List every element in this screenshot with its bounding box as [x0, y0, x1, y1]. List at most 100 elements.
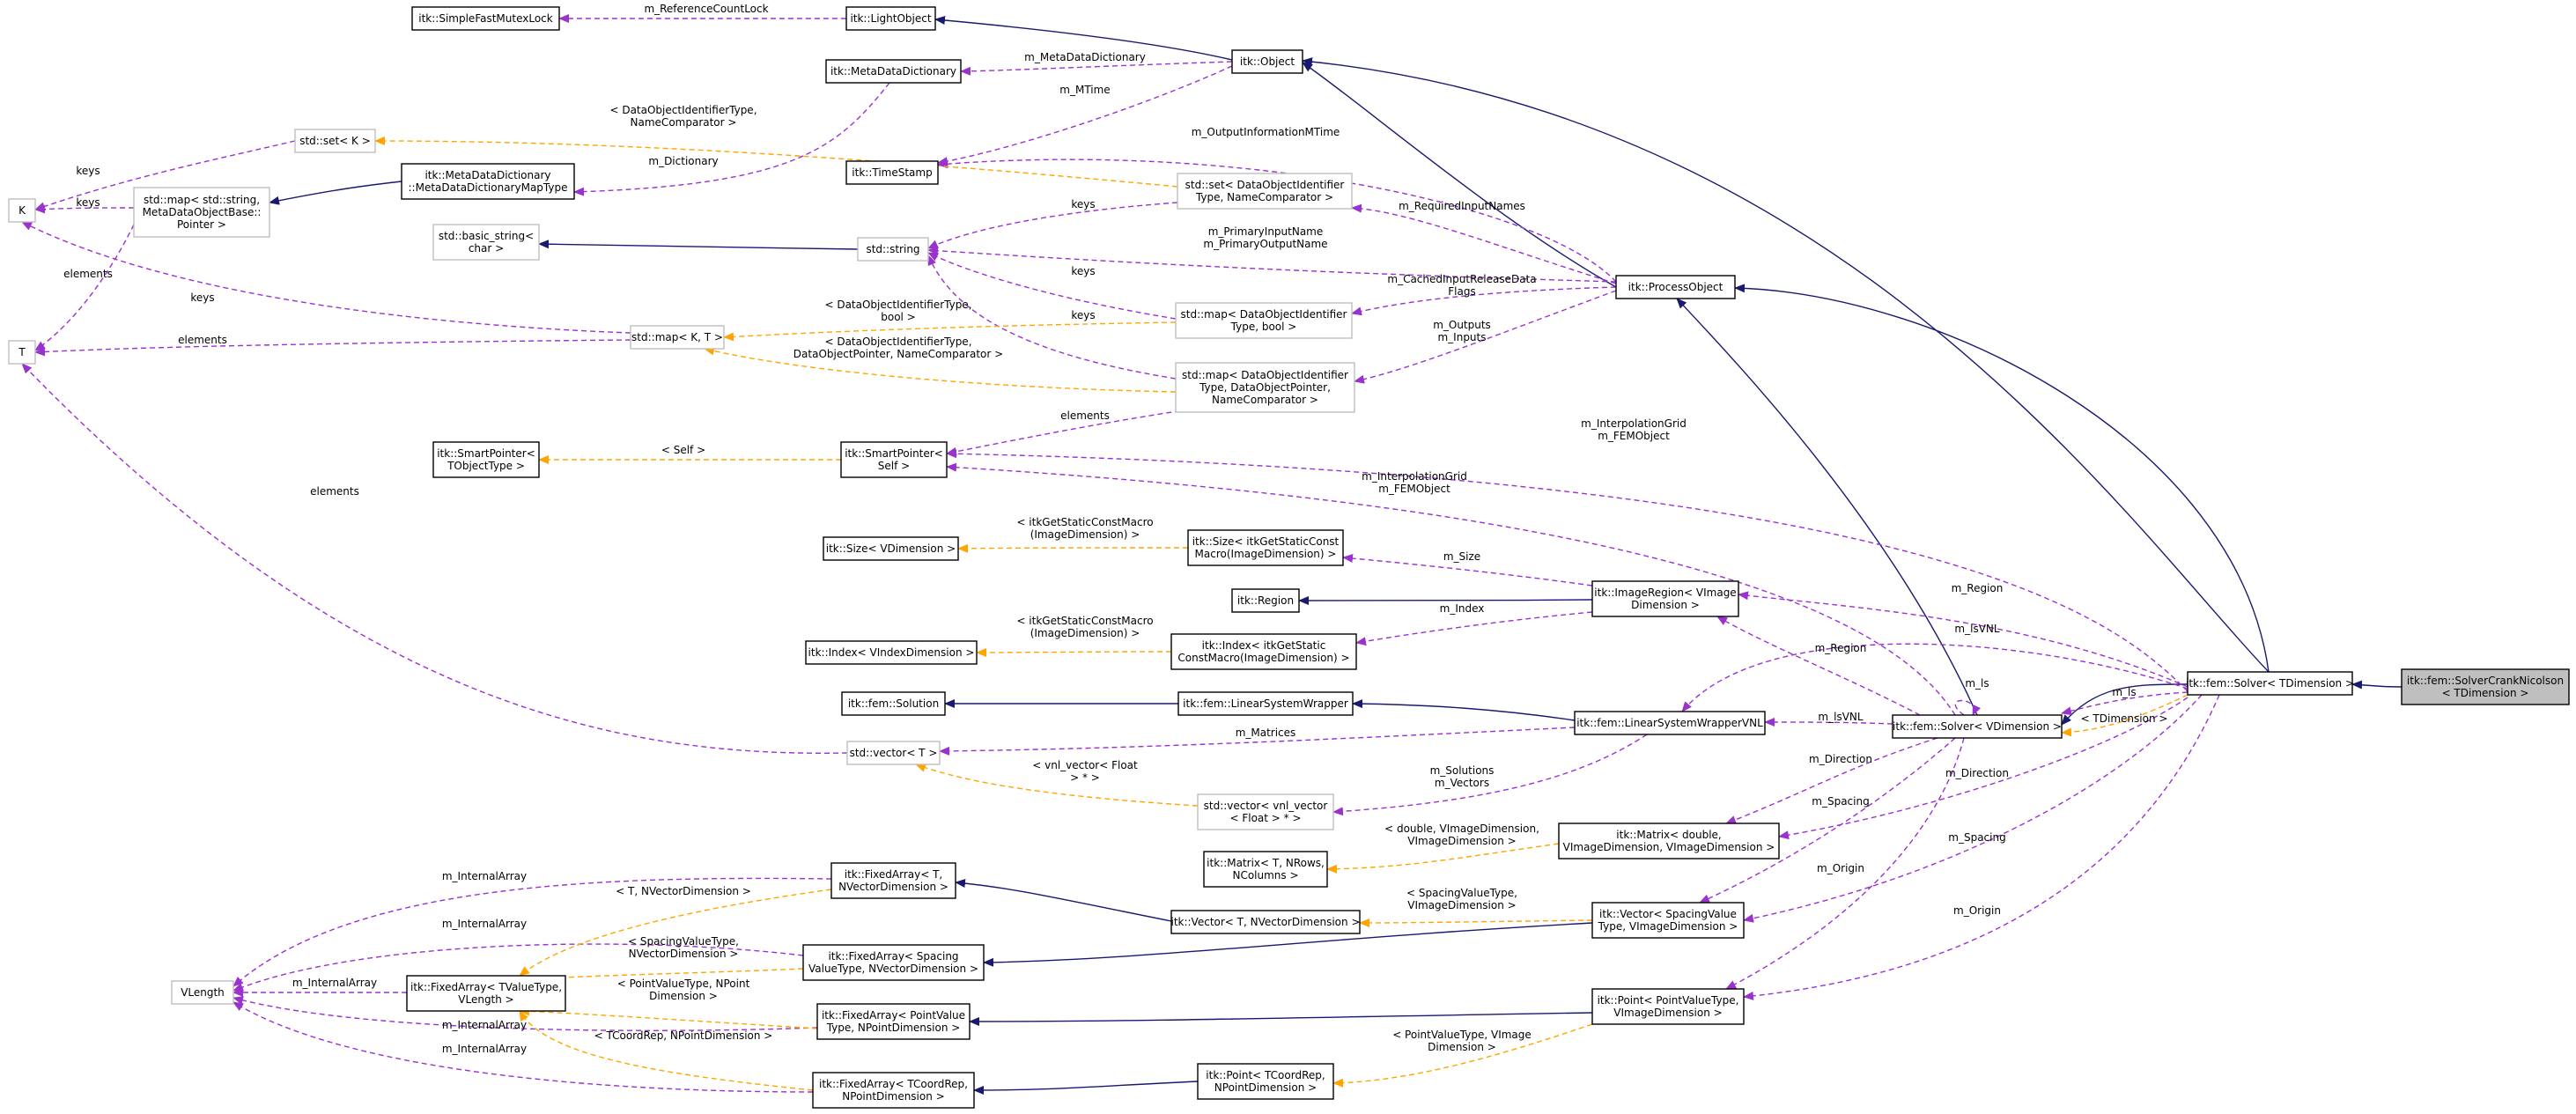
- class-node-index-v[interactable]: itk::Index< VIndexDimension >: [805, 640, 978, 665]
- class-name-line: itk::Matrix< T, NRows,: [1207, 857, 1325, 869]
- class-node-vlength[interactable]: VLength: [171, 980, 234, 1005]
- class-node-vector-sp[interactable]: itk::Vector< SpacingValueType, VImageDim…: [1591, 902, 1745, 939]
- edge-label-set-doi-tmpl: < DataObjectIdentifierType,NameComparato…: [609, 104, 757, 129]
- usage-edge: [1355, 611, 1593, 646]
- usage-edge-path: [927, 252, 1177, 320]
- class-node-fixed-tc[interactable]: itk::FixedArray< TCoordRep,NPointDimensi…: [812, 1072, 975, 1109]
- class-node-region[interactable]: itk::Region: [1231, 588, 1300, 613]
- class-name-line: itk::MetaDataDictionary: [424, 169, 550, 181]
- template-edge-path: [519, 889, 832, 977]
- class-node-matrix-d[interactable]: itk::Matrix< double,VImageDimension, VIm…: [1558, 823, 1780, 859]
- edge-label-elements-vec: elements: [310, 485, 359, 498]
- usage-edge-path: [946, 449, 2188, 692]
- class-node-K[interactable]: K: [8, 198, 36, 223]
- template-edge: [519, 889, 832, 977]
- class-node-light-object[interactable]: itk::LightObject: [845, 6, 936, 31]
- class-node-size-macro[interactable]: itk::Size< itkGetStaticConstMacro(ImageD…: [1187, 529, 1344, 566]
- class-node-solution[interactable]: itk::fem::Solution: [841, 691, 946, 716]
- edge-label-m-region2: m_Region: [1815, 642, 1867, 654]
- class-node-meta-dict-map[interactable]: itk::MetaDataDictionary::MetaDataDiction…: [401, 163, 575, 200]
- inheritance-edge: [269, 181, 402, 205]
- edge-label-fa-tc-tmpl: < TCoordRep, NPointDimension >: [594, 1029, 773, 1042]
- edge-label-m-lsvnl2: m_lsVNL: [1818, 711, 1863, 723]
- usage-edge: [1716, 616, 1921, 716]
- class-name-line: T: [18, 346, 26, 358]
- usage-edge: [34, 140, 296, 211]
- class-node-smart-tobj[interactable]: itk::SmartPointer<TObjectType >: [432, 441, 540, 478]
- class-node-point-pv[interactable]: itk::Point< PointValueType,VImageDimensi…: [1591, 988, 1745, 1025]
- class-name-line: itk::Size< itkGetStaticConst: [1192, 535, 1340, 548]
- class-node-matrix-t[interactable]: itk::Matrix< T, NRows,NColumns >: [1203, 851, 1328, 888]
- class-node-std-vector-t[interactable]: std::vector< T >: [846, 741, 941, 765]
- class-node-T[interactable]: T: [8, 340, 36, 365]
- class-name-line: std::basic_string<: [439, 230, 534, 242]
- inheritance-edge: [1676, 298, 1978, 716]
- class-name-line: itk::FixedArray< TCoordRep,: [819, 1078, 968, 1090]
- class-node-std-set-k[interactable]: std::set< K >: [294, 129, 376, 153]
- class-name-line: itk::Object: [1240, 55, 1295, 68]
- class-node-process-object[interactable]: itk::ProcessObject: [1615, 275, 1736, 299]
- class-name-line: std::vector< vnl_vector: [1204, 800, 1328, 812]
- class-name-line: itk::SmartPointer<: [437, 447, 535, 460]
- class-node-fixed-tv[interactable]: itk::FixedArray< TValueType,VLength >: [406, 975, 566, 1012]
- template-edge-path: [957, 543, 1189, 553]
- class-node-point-tc[interactable]: itk::Point< TCoordRep,NPointDimension >: [1197, 1063, 1334, 1100]
- class-box: [1892, 714, 2063, 739]
- class-node-std-set-doi[interactable]: std::set< DataObjectIdentifierType, Name…: [1177, 173, 1353, 210]
- inheritance-edge-path: [969, 1012, 1593, 1026]
- class-node-std-map-bool[interactable]: std::map< DataObjectIdentifierType, bool…: [1175, 302, 1353, 339]
- class-node-basic-string[interactable]: std::basic_string<char >: [432, 224, 540, 261]
- edge-label-map-bool-tmpl: < DataObjectIdentifierType,bool >: [824, 299, 971, 323]
- class-node-solver-v[interactable]: itk::fem::Solver< VDimension >: [1892, 714, 2063, 739]
- class-node-std-string[interactable]: std::string: [857, 237, 929, 262]
- usage-edge-path: [1954, 699, 1982, 716]
- class-node-std-map-kt[interactable]: std::map< K, T >: [630, 325, 725, 350]
- class-box: [846, 741, 941, 765]
- class-name-line: Dimension >: [1631, 599, 1700, 611]
- class-box: [1175, 302, 1353, 339]
- class-name-line: itk::FixedArray< T,: [845, 868, 943, 881]
- usage-edge-path: [1354, 290, 1617, 384]
- usage-edge: [233, 1001, 814, 1093]
- template-edge-path: [723, 321, 1177, 342]
- class-node-size-v[interactable]: itk::Size< VDimension >: [823, 536, 959, 561]
- inheritance-edge-path: [1734, 284, 2270, 673]
- class-node-fixed-sp[interactable]: itk::FixedArray< SpacingValueType, NVect…: [802, 944, 985, 981]
- class-node-std-vector-vnl[interactable]: std::vector< vnl_vector< Float > * >: [1197, 793, 1334, 830]
- class-node-solver-t[interactable]: itk::fem::Solver< TDimension >: [2186, 671, 2354, 696]
- class-name-line: itk::fem::LinearSystemWrapperVNL: [1576, 717, 1763, 729]
- template-edge-path: [915, 764, 1199, 807]
- class-node-root[interactable]: itk::fem::SolverCrankNicolson< TDimensio…: [2401, 668, 2570, 705]
- class-node-std-map-dop[interactable]: std::map< DataObjectIdentifierType, Data…: [1175, 362, 1355, 413]
- usage-edge-path: [1351, 203, 1617, 284]
- usage-edge-path: [1681, 643, 2188, 712]
- class-node-timestamp[interactable]: itk::TimeStamp: [845, 160, 939, 185]
- class-node-lsw-vnl[interactable]: itk::fem::LinearSystemWrapperVNL: [1574, 711, 1766, 735]
- class-box: [8, 340, 36, 365]
- class-box: [630, 325, 725, 350]
- edge-label-elements-t1: elements: [63, 268, 113, 280]
- class-box: [1615, 275, 1736, 299]
- class-name-line: std::map< DataObjectIdentifier: [1182, 369, 1348, 381]
- usage-edge-path: [937, 65, 1233, 166]
- class-node-object[interactable]: itk::Object: [1231, 49, 1303, 74]
- class-name-line: std::set< K >: [299, 135, 371, 147]
- template-edge: [915, 764, 1199, 807]
- class-box: [845, 160, 939, 185]
- class-node-vector-t[interactable]: itk::Vector< T, NVectorDimension >: [1170, 910, 1361, 934]
- class-box: [812, 1072, 975, 1109]
- class-node-index-macro[interactable]: itk::Index< itkGetStaticConstMacro(Image…: [1170, 633, 1357, 670]
- class-node-smart-self[interactable]: itk::SmartPointer<Self >: [840, 441, 948, 478]
- template-edge: [519, 1007, 818, 1029]
- class-box: [816, 1003, 971, 1040]
- class-node-lsw[interactable]: itk::fem::LinearSystemWrapper: [1177, 691, 1354, 716]
- class-node-std-map-str[interactable]: std::map< std::string,MetaDataObjectBase…: [133, 187, 270, 238]
- class-node-meta-dict[interactable]: itk::MetaDataDictionary: [825, 59, 962, 84]
- class-name-line: itk::ImageRegion< VImage: [1594, 587, 1736, 599]
- class-node-fixed-t-nvec[interactable]: itk::FixedArray< T,NVectorDimension >: [830, 862, 956, 899]
- template-edge: [519, 1010, 814, 1091]
- class-name-line: ValueType, NVectorDimension >: [808, 963, 978, 975]
- class-node-fixed-pv[interactable]: itk::FixedArray< PointValueType, NPointD…: [816, 1003, 971, 1040]
- class-node-mutex-lock[interactable]: itk::SimpleFastMutexLock: [411, 6, 560, 31]
- class-node-image-region[interactable]: itk::ImageRegion< VImageDimension >: [1591, 580, 1739, 617]
